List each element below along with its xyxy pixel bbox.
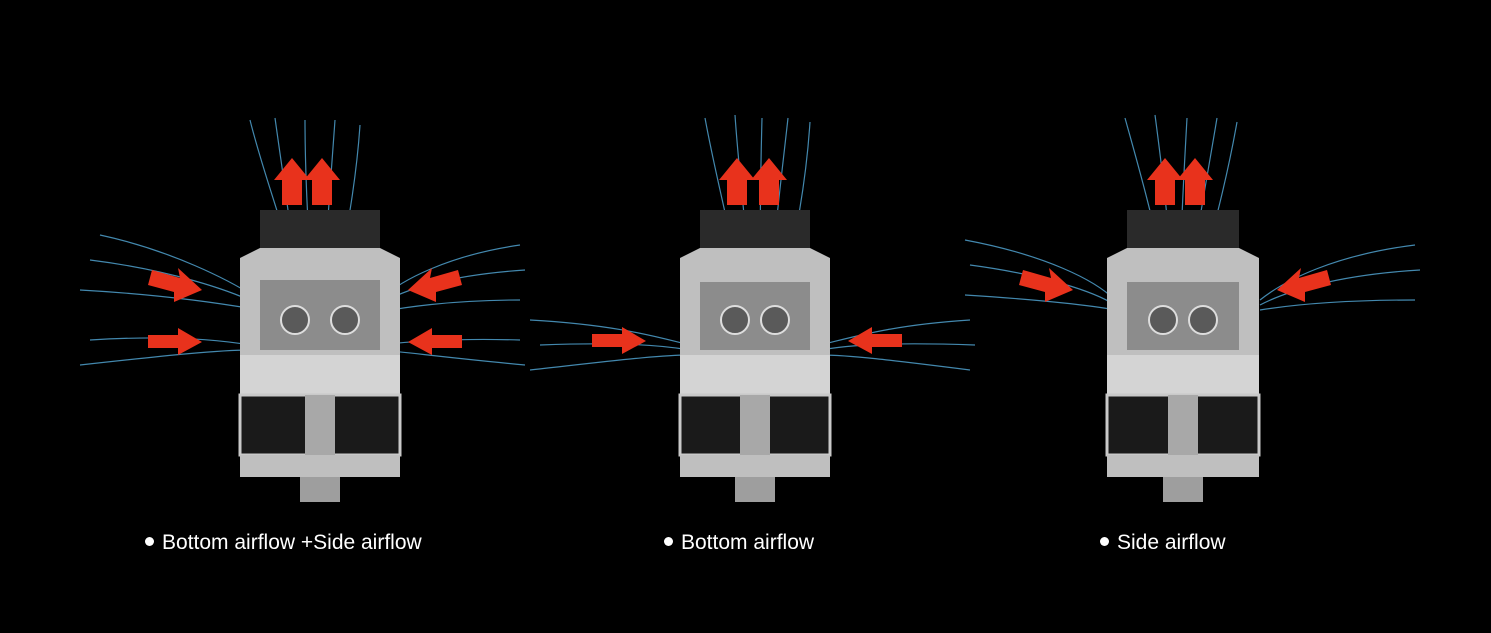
red-arrow-icon: [148, 158, 462, 355]
bullet-dot-icon: [145, 537, 154, 546]
connector-pin: [735, 477, 775, 502]
atomizer-tank-icon: [964, 114, 1421, 502]
red-arrow-icon: [592, 158, 902, 354]
center-post: [740, 395, 770, 455]
panel-side-airflow: Side airflow: [955, 0, 1425, 633]
base: [680, 455, 830, 477]
bullet-dot-icon: [664, 537, 673, 546]
deck: [240, 355, 400, 395]
bullet-dot-icon: [1100, 537, 1109, 546]
atomizer-tank-icon: [79, 117, 526, 502]
panel-bottom-side-airflow: Bottom airflow +Side airflow: [60, 0, 530, 633]
chamber: [1127, 282, 1239, 350]
deck: [680, 355, 830, 395]
coil-left: [720, 305, 750, 335]
chamber: [700, 282, 810, 350]
coil-right: [330, 305, 360, 335]
caption-side-airflow: Side airflow: [1100, 531, 1226, 555]
atomizer-tank-icon: [529, 114, 976, 502]
deck: [1107, 355, 1259, 395]
center-post: [305, 395, 335, 455]
coil-left: [1148, 305, 1178, 335]
caption-bottom-airflow: Bottom airflow: [664, 531, 814, 555]
red-arrow-icon: [1019, 158, 1331, 302]
chamber: [260, 280, 380, 350]
center-post: [1168, 395, 1198, 455]
panel-bottom-airflow: Bottom airflow: [510, 0, 980, 633]
connector-pin: [1163, 477, 1203, 502]
coil-right: [1188, 305, 1218, 335]
connector-pin: [300, 477, 340, 502]
caption-text: Bottom airflow: [681, 531, 815, 554]
coil-right: [760, 305, 790, 335]
caption-text: Side airflow: [1117, 531, 1226, 554]
coil-left: [280, 305, 310, 335]
base: [1107, 455, 1259, 477]
caption-text: Bottom airflow +Side airflow: [162, 531, 422, 554]
base: [240, 455, 400, 477]
caption-bottom-side-airflow: Bottom airflow +Side airflow: [145, 531, 422, 555]
